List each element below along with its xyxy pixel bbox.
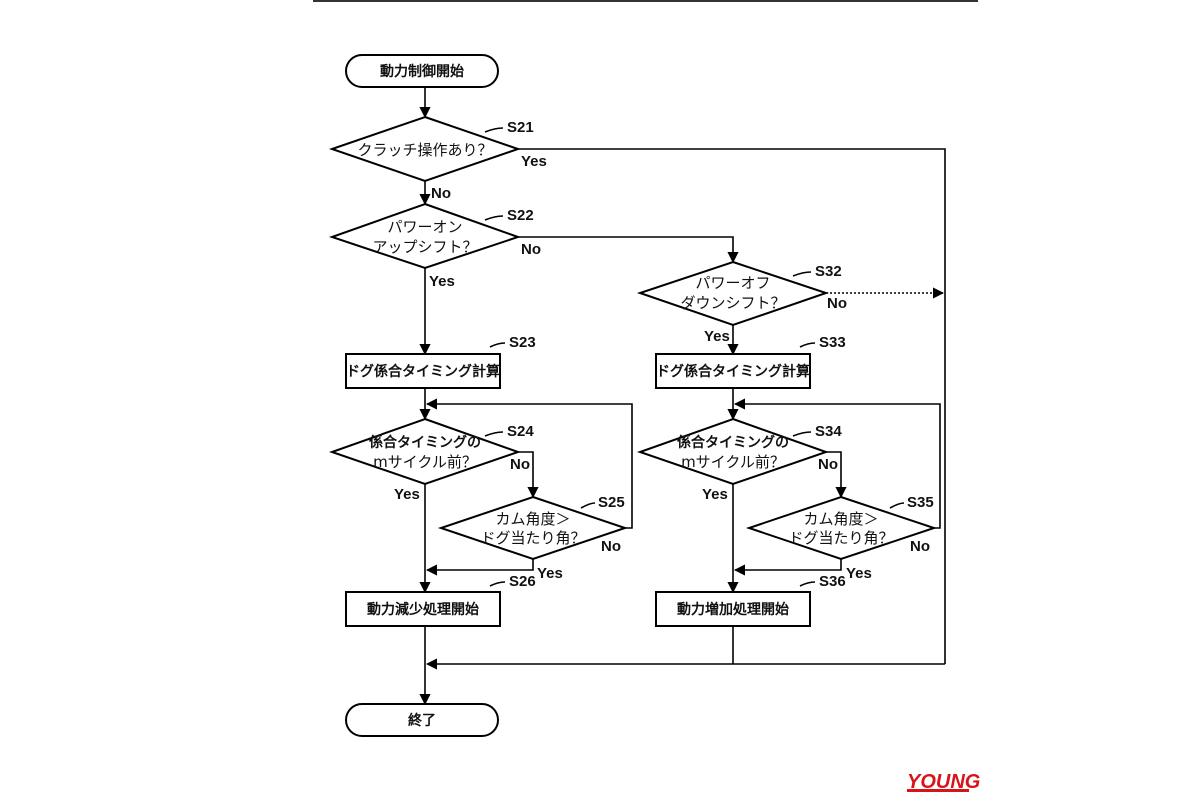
s32-yes: Yes xyxy=(704,328,730,345)
s24-yes: Yes xyxy=(394,486,420,503)
decision-s34: 係合タイミングの mサイクル前？ S34 No Yes xyxy=(636,417,842,503)
s35-no: No xyxy=(910,538,930,555)
s24-no: No xyxy=(510,456,530,473)
s22-step: S22 xyxy=(507,207,534,224)
watermark-text: YOUNG xyxy=(907,771,980,793)
s32-text-2: ダウンシフト？ xyxy=(680,294,785,312)
s25-text-1: カム角度＞ xyxy=(495,510,570,528)
s21-no: No xyxy=(431,185,451,202)
s25-step: S25 xyxy=(598,494,625,511)
start-label: 動力制御開始 xyxy=(380,63,464,80)
s25-no: No xyxy=(601,538,621,555)
s32-text-1: パワーオフ xyxy=(695,274,770,292)
decision-s24: 係合タイミングの mサイクル前？ S24 No Yes xyxy=(328,417,534,503)
s26-text: 動力減少処理開始 xyxy=(367,601,479,618)
process-s23: ドグ係合タイミング計算 S23 xyxy=(345,334,536,389)
s35-text-2: ドグ当たり角？ xyxy=(788,529,893,547)
decision-s32: パワーオフ ダウンシフト？ S32 No Yes xyxy=(636,260,847,345)
decision-s22: パワーオン アップシフト？ S22 No Yes xyxy=(328,202,541,290)
s22-yes: Yes xyxy=(429,273,455,290)
s33-step: S33 xyxy=(819,334,846,351)
s33-text: ドグ係合タイミング計算 xyxy=(656,363,810,380)
s34-text-1: 係合タイミングの xyxy=(677,434,789,451)
process-s33: ドグ係合タイミング計算 S33 xyxy=(655,334,846,389)
end-label: 終了 xyxy=(408,712,436,729)
watermark-logo: YOUNG xyxy=(907,771,980,793)
s23-text: ドグ係合タイミング計算 xyxy=(346,363,500,380)
process-s26: 動力減少処理開始 S26 xyxy=(345,573,536,627)
s24-step: S24 xyxy=(507,423,534,440)
decision-s35: カム角度＞ ドグ当たり角？ S35 No Yes xyxy=(745,494,938,582)
s22-no: No xyxy=(521,241,541,258)
s21-step: S21 xyxy=(507,119,534,136)
s36-step: S36 xyxy=(819,573,846,590)
s34-text-2: mサイクル前？ xyxy=(681,453,785,471)
s32-no: No xyxy=(827,295,847,312)
s25-text-2: ドグ当たり角？ xyxy=(480,529,585,547)
s34-no: No xyxy=(818,456,838,473)
decision-s25: カム角度＞ ドグ当たり角？ S25 No Yes xyxy=(437,494,629,582)
s32-step: S32 xyxy=(815,263,842,280)
s25-yes: Yes xyxy=(537,565,563,582)
s36-text: 動力増加処理開始 xyxy=(677,601,789,618)
end-terminal: 終了 xyxy=(345,703,499,737)
s35-step: S35 xyxy=(907,494,934,511)
start-terminal: 動力制御開始 xyxy=(345,54,499,88)
s21-yes: Yes xyxy=(521,153,547,170)
s21-text: クラッチ操作あり？ xyxy=(357,141,492,159)
s23-step: S23 xyxy=(509,334,536,351)
s22-text-2: アップシフト？ xyxy=(372,238,477,256)
s34-yes: Yes xyxy=(702,486,728,503)
s35-yes: Yes xyxy=(846,565,872,582)
s24-text-1: 係合タイミングの xyxy=(369,434,481,451)
s35-text-1: カム角度＞ xyxy=(803,510,878,528)
decision-s21: クラッチ操作あり？ S21 Yes No xyxy=(328,115,547,202)
s26-step: S26 xyxy=(509,573,536,590)
process-s36: 動力増加処理開始 S36 xyxy=(655,573,846,627)
s22-text-1: パワーオン xyxy=(387,218,462,236)
s34-step: S34 xyxy=(815,423,842,440)
s24-text-2: mサイクル前？ xyxy=(373,453,477,471)
